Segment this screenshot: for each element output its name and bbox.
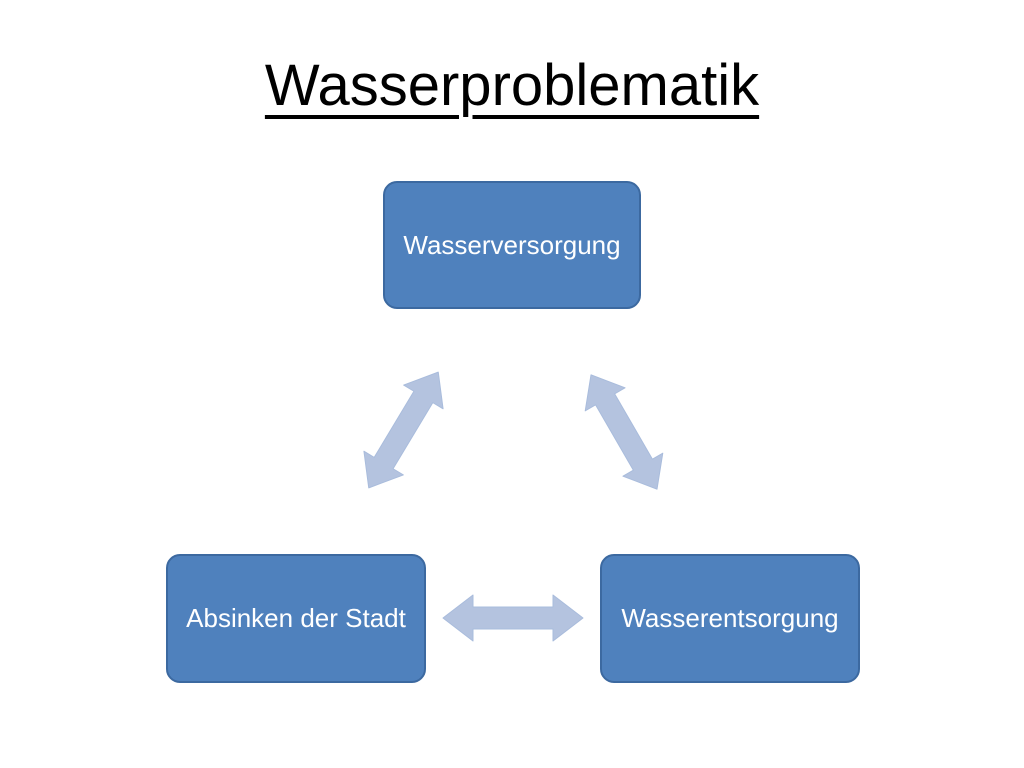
node-absinken-der-stadt: Absinken der Stadt bbox=[166, 554, 426, 683]
arrow-top-to-bottom-left-icon bbox=[363, 371, 444, 489]
arrow-top-to-bottom-right-icon bbox=[584, 374, 664, 490]
node-wasserentsorgung-label: Wasserentsorgung bbox=[621, 603, 839, 633]
node-wasserentsorgung: Wasserentsorgung bbox=[600, 554, 860, 683]
node-wasserversorgung: Wasserversorgung bbox=[383, 181, 641, 309]
slide-title: Wasserproblematik bbox=[264, 53, 760, 118]
arrow-bottom-left-to-right-icon bbox=[442, 594, 584, 642]
node-absinken-der-stadt-label: Absinken der Stadt bbox=[186, 603, 406, 633]
node-wasserversorgung-label: Wasserversorgung bbox=[403, 229, 621, 260]
